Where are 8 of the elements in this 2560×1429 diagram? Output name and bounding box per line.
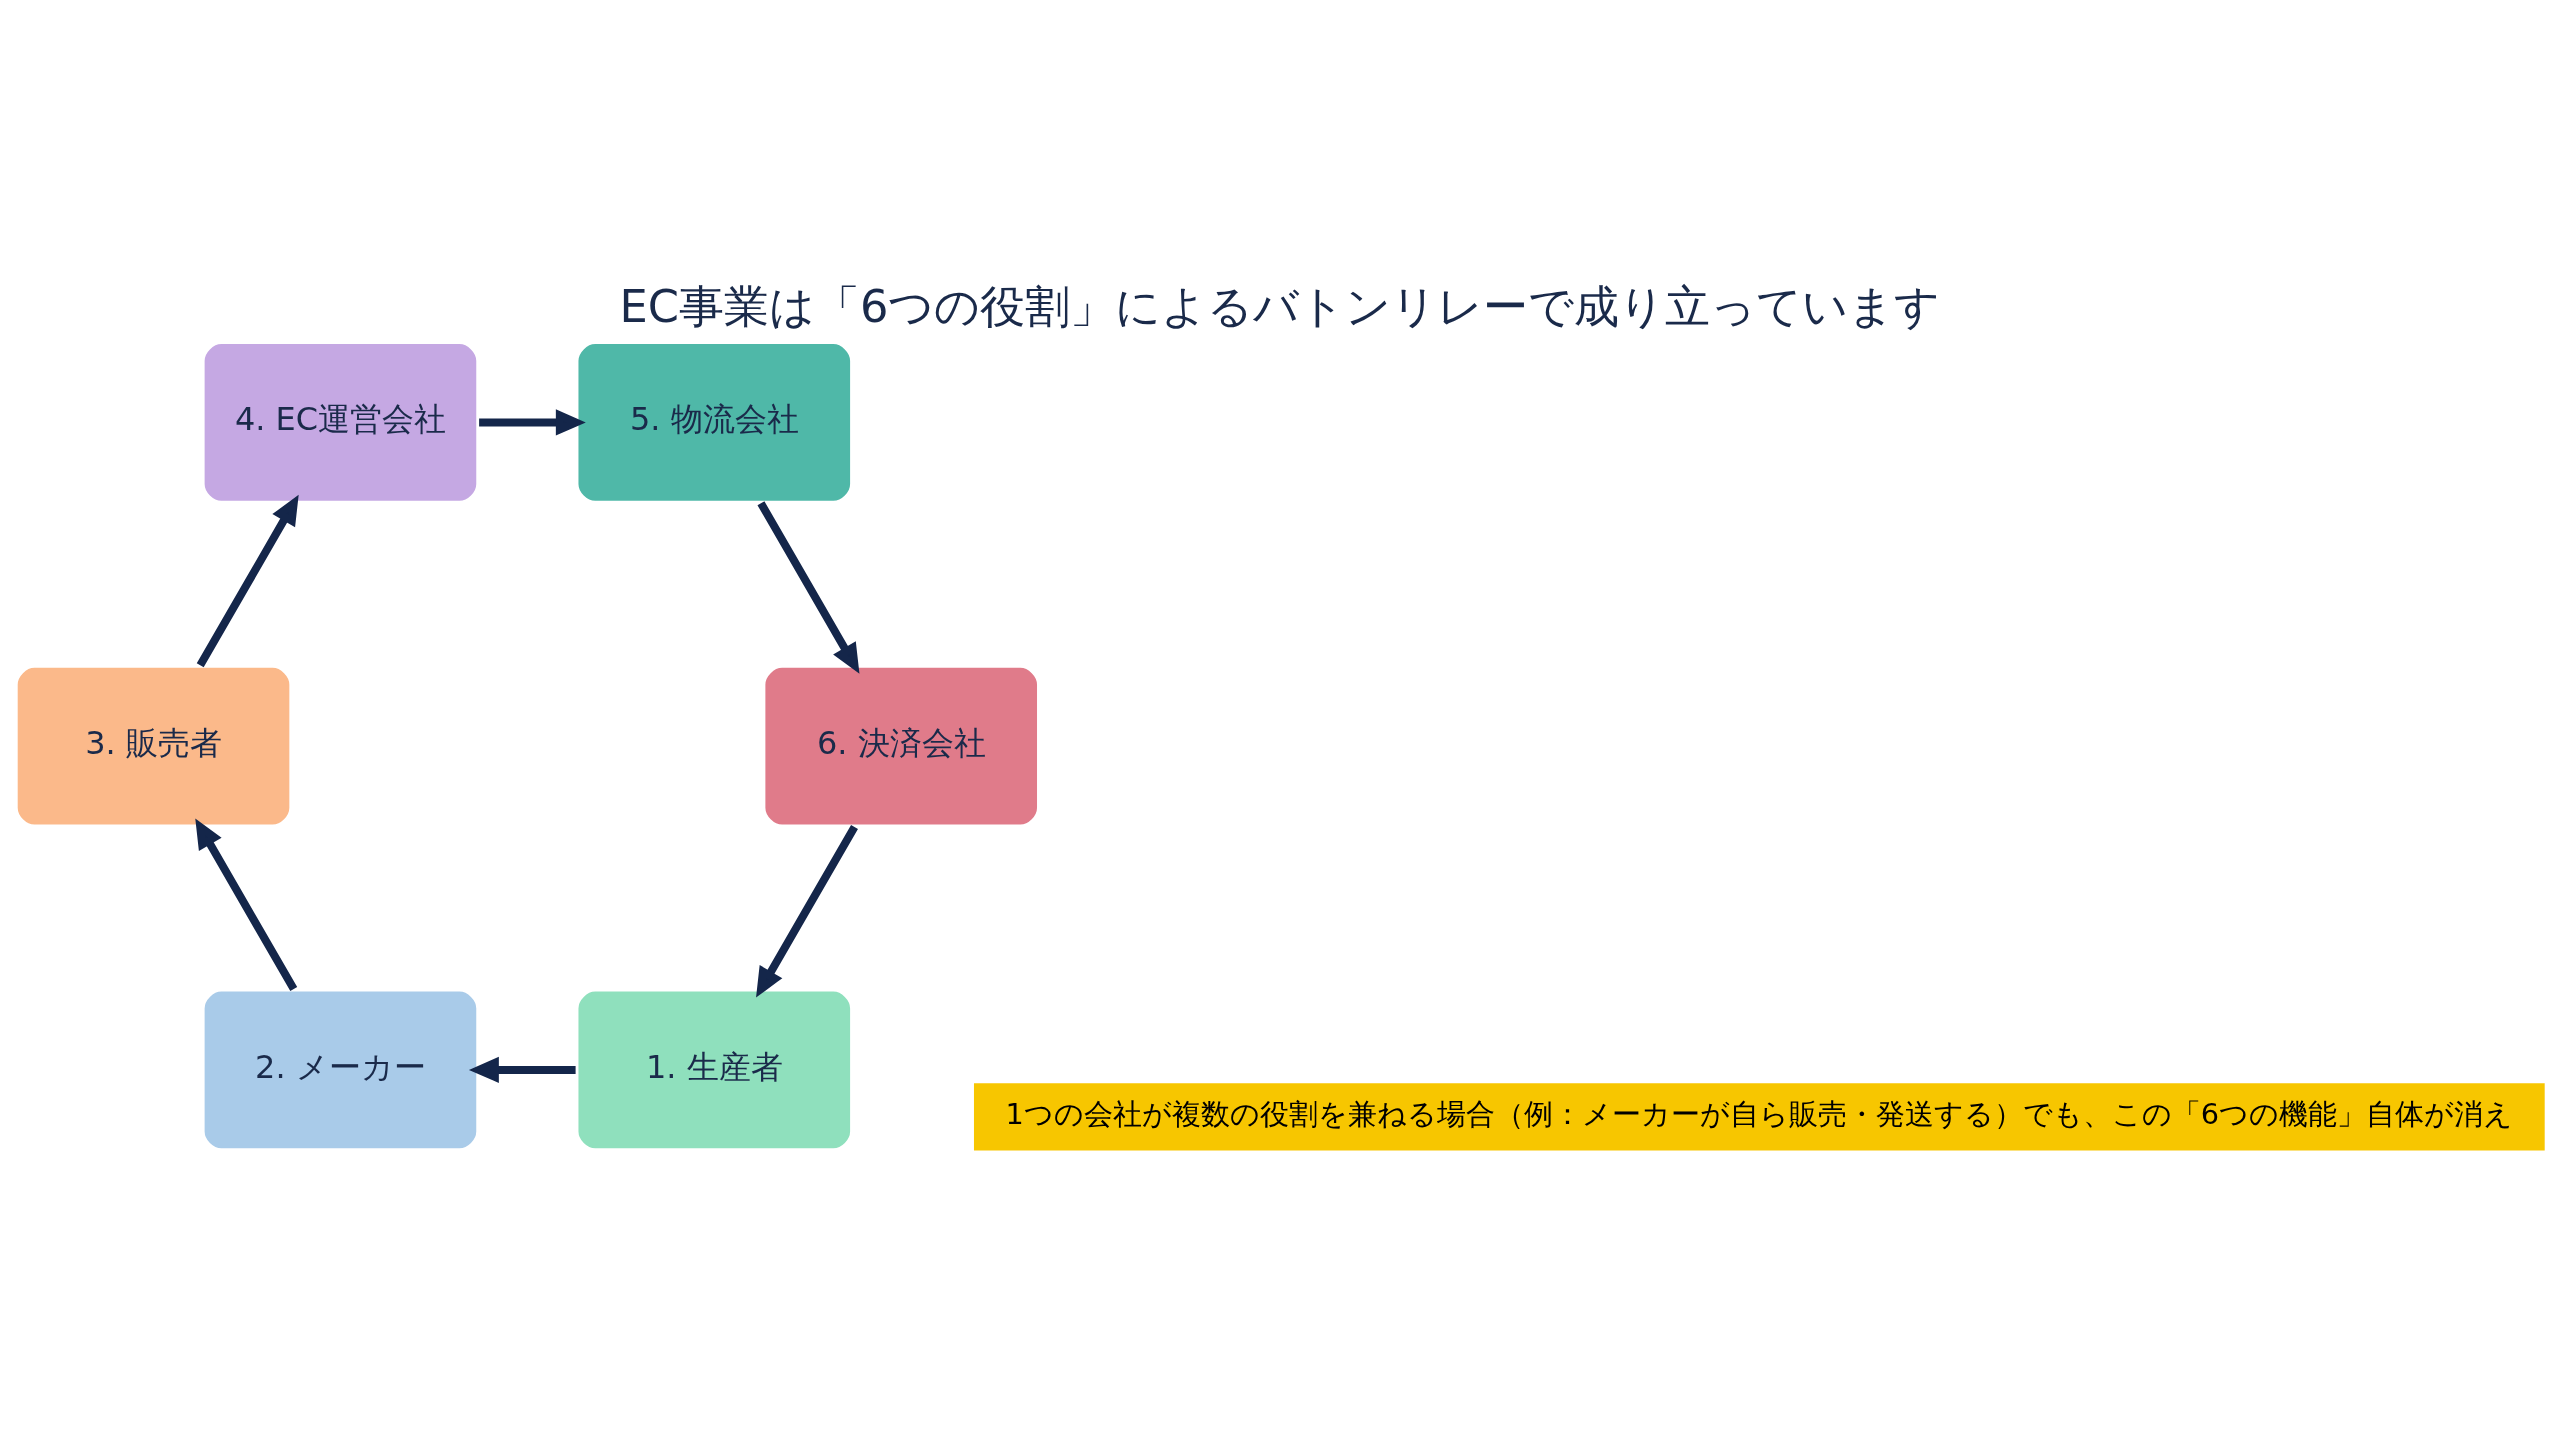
arrow [479, 408, 586, 435]
arrow [468, 1056, 576, 1083]
arrow [756, 824, 858, 998]
diagram-title: EC事業は「6つの役割」によるバトンリレーで成り立っています [619, 279, 1941, 333]
arrow [196, 494, 299, 667]
arrow [195, 818, 298, 991]
arrow [757, 500, 860, 674]
label: 1つの会社が複数の役割を兼ねる場合（例：メーカーが自ら販売・発送する）でも、この「6つの機能」自体が消え [1005, 1096, 2514, 1131]
